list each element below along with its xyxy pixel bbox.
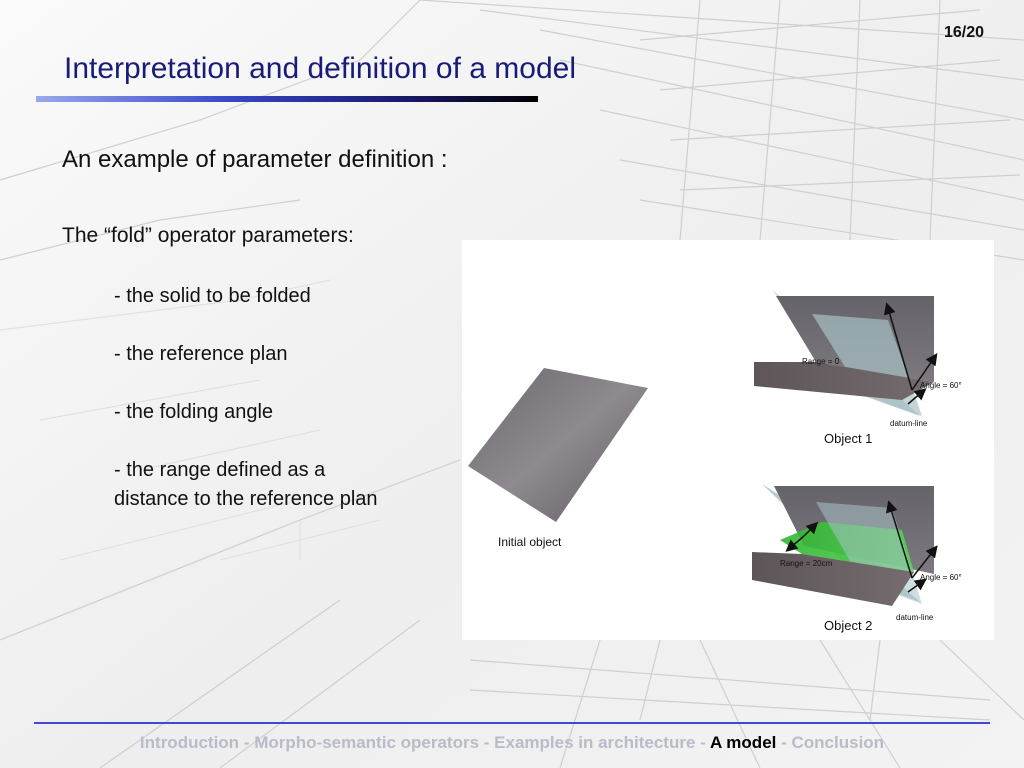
nav-item-conclusion[interactable]: Conclusion <box>791 733 885 752</box>
parameters-heading: The “fold” operator parameters: <box>62 224 354 247</box>
initial-object: Initial object <box>468 368 648 549</box>
title-underline <box>36 96 538 102</box>
nav-item-introduction[interactable]: Introduction <box>139 733 240 752</box>
nav-separator: - <box>483 733 490 752</box>
object-1-datum-label: datum-line <box>890 419 928 428</box>
datum-arrow <box>907 388 927 405</box>
range-arrow <box>803 521 819 537</box>
object-1-range-label: Range = 0 <box>802 357 840 366</box>
fold-figure: Initial object Range = 0 Angle = 60° dat… <box>462 240 994 640</box>
object-2-angle-label: Angle = 60° <box>920 573 962 582</box>
object-2-datum-label: datum-line <box>896 613 934 622</box>
folded-floor <box>752 552 914 606</box>
fold-figure-drawing: Initial object Range = 0 Angle = 60° dat… <box>468 290 962 633</box>
parameter-item: - the solid to be folded <box>114 285 311 307</box>
nav-separator: - <box>243 733 250 752</box>
angle-arrow <box>886 500 913 579</box>
datum-arrow <box>907 578 927 593</box>
nav-separator: - <box>700 733 706 752</box>
nav-item-morpho-semantic-operators[interactable]: Morpho-semantic operators <box>254 733 480 752</box>
slide-subtitle: An example of parameter definition : <box>62 146 448 173</box>
section-navigation: Introduction - Morpho-semantic operators… <box>0 733 1024 753</box>
parameter-item: - the range defined as a distance to the… <box>114 459 378 510</box>
object-2-range-label: Range = 20cm <box>780 559 833 568</box>
folded-floor <box>754 362 934 400</box>
footer-divider <box>34 722 990 724</box>
nav-item-examples-in-architecture[interactable]: Examples in architecture <box>494 733 696 752</box>
slide-title: Interpretation and definition of a model <box>64 52 577 85</box>
object-2-label: Object 2 <box>824 618 872 633</box>
parameter-item: - the reference plan <box>114 343 288 365</box>
page-number: 16/20 <box>943 24 984 41</box>
initial-object-label: Initial object <box>498 535 562 549</box>
object-1-angle-label: Angle = 60° <box>920 381 962 390</box>
initial-sheet <box>468 368 648 522</box>
nav-item-a-model[interactable]: A model <box>709 733 777 752</box>
angle-arrow <box>911 353 938 391</box>
object-1: Range = 0 Angle = 60° datum-line Object … <box>754 290 962 446</box>
object-2: Range = 20cm Angle = 60° datum-line Obje… <box>752 484 962 633</box>
nav-separator: - <box>781 733 787 752</box>
object-1-label: Object 1 <box>824 431 872 446</box>
parameter-item: - the folding angle <box>114 401 274 423</box>
range-arrow <box>785 535 805 552</box>
angle-arrow <box>911 545 938 579</box>
angle-arrow <box>883 302 913 391</box>
